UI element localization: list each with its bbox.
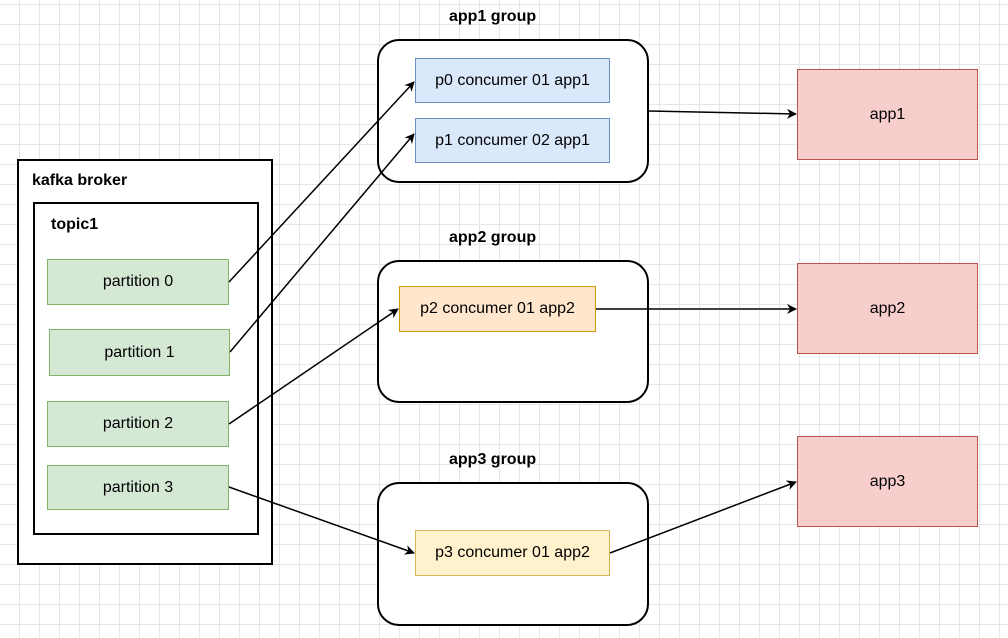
- consumer-p1-app1[interactable]: p1 concumer 02 app1: [415, 118, 610, 163]
- arrow-group1-to-app1: [648, 108, 797, 119]
- consumer-p2-app2[interactable]: p2 concumer 01 app2: [399, 286, 596, 332]
- partition-2[interactable]: partition 2: [47, 401, 229, 447]
- partition-0[interactable]: partition 0: [47, 259, 229, 305]
- consumer-p3-app2[interactable]: p3 concumer 01 app2: [415, 530, 610, 576]
- topic-title: topic1: [51, 216, 99, 233]
- app1-box[interactable]: app1: [797, 69, 978, 160]
- app1-group-title: app1 group: [449, 8, 537, 25]
- partition-1[interactable]: partition 1: [49, 329, 230, 376]
- kafka-broker-title: kafka broker: [32, 172, 128, 189]
- partition-3[interactable]: partition 3: [47, 465, 229, 510]
- consumer-p0-app1[interactable]: p0 concumer 01 app1: [415, 58, 610, 103]
- app2-group-title: app2 group: [449, 229, 537, 246]
- app3-box[interactable]: app3: [797, 436, 978, 527]
- app2-box[interactable]: app2: [797, 263, 978, 354]
- app3-group-title: app3 group: [449, 451, 537, 468]
